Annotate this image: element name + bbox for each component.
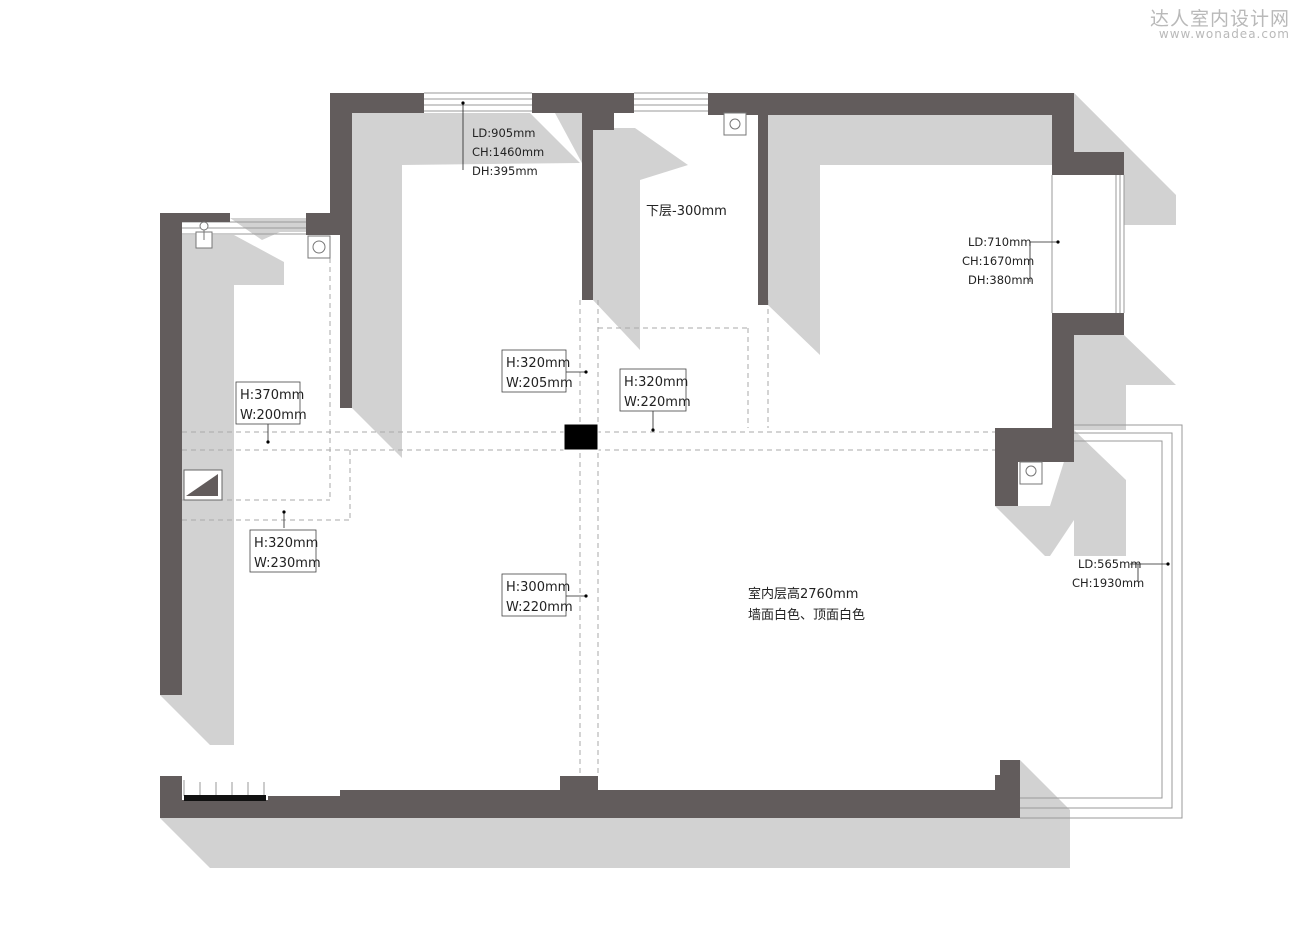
walls <box>160 93 1124 818</box>
door-threshold <box>184 795 266 801</box>
beam-1-width: W:205mm <box>506 376 573 391</box>
beam-2-width: W:220mm <box>624 395 691 410</box>
beam-4-width: W:230mm <box>254 556 321 571</box>
beam-3-height: H:370mm <box>240 388 304 403</box>
beam-4-height: H:320mm <box>254 536 318 551</box>
window-right-dh: DH:380mm <box>968 273 1034 287</box>
shadow-bottom-wall <box>160 760 1070 868</box>
central-column <box>563 423 599 451</box>
beam-5-height: H:300mm <box>506 580 570 595</box>
beam-2-height: H:320mm <box>624 375 688 390</box>
beam-5-width: W:220mm <box>506 600 573 615</box>
beam-3-width: W:200mm <box>240 408 307 423</box>
shadow-top-left-notch <box>230 218 306 240</box>
lower-level-label: 下层-300mm <box>646 204 727 219</box>
label-boxes <box>235 349 687 617</box>
window-top-left-ch: CH:1460mm <box>472 145 544 159</box>
shadow-right-exterior-mid <box>1074 335 1176 430</box>
wall-right-mid <box>995 313 1124 506</box>
shadow-right-room <box>768 115 1052 355</box>
wall-bottom <box>160 760 1020 818</box>
wall-top-right <box>708 93 1124 305</box>
drain-icon-balcony <box>1019 461 1043 485</box>
leader-lines <box>267 103 1168 597</box>
watermark-site-name: 达人室内设计网 <box>1149 8 1290 30</box>
shadow-balcony <box>995 430 1126 556</box>
shadow-left-column <box>352 113 580 458</box>
beam-1-height: H:320mm <box>506 356 570 371</box>
electric-box-icon <box>183 469 223 501</box>
wall-top-middle <box>532 93 634 300</box>
shadow-right-exterior-2 <box>1074 93 1124 152</box>
beam-lines <box>182 240 1052 775</box>
pipe-icon-top-left <box>195 221 213 249</box>
balcony-door-ld: LD:565mm <box>1078 557 1142 571</box>
window-right-ch: CH:1670mm <box>962 254 1034 268</box>
balcony-door-ch: CH:1930mm <box>1072 576 1144 590</box>
wall-left <box>160 213 230 695</box>
shadow-middle-wall <box>593 128 688 350</box>
wall-top-left-notch <box>306 93 424 408</box>
wall-shadows <box>160 93 1176 868</box>
window-top-left-ld: LD:905mm <box>472 126 536 140</box>
shadow-middle-top <box>555 113 583 165</box>
drain-icon-top-right <box>723 112 747 136</box>
room-note-colors: 墙面白色、顶面白色 <box>748 607 865 623</box>
window-top-left-dh: DH:395mm <box>472 164 538 178</box>
leader-dots <box>266 101 1170 598</box>
watermark-site-url: www.wonadea.com <box>1158 27 1290 41</box>
window-right-ld: LD:710mm <box>968 235 1032 249</box>
drain-icon-left-room <box>307 235 331 259</box>
room-note-height: 室内层高2760mm <box>748 586 858 602</box>
fixtures <box>183 112 1043 501</box>
